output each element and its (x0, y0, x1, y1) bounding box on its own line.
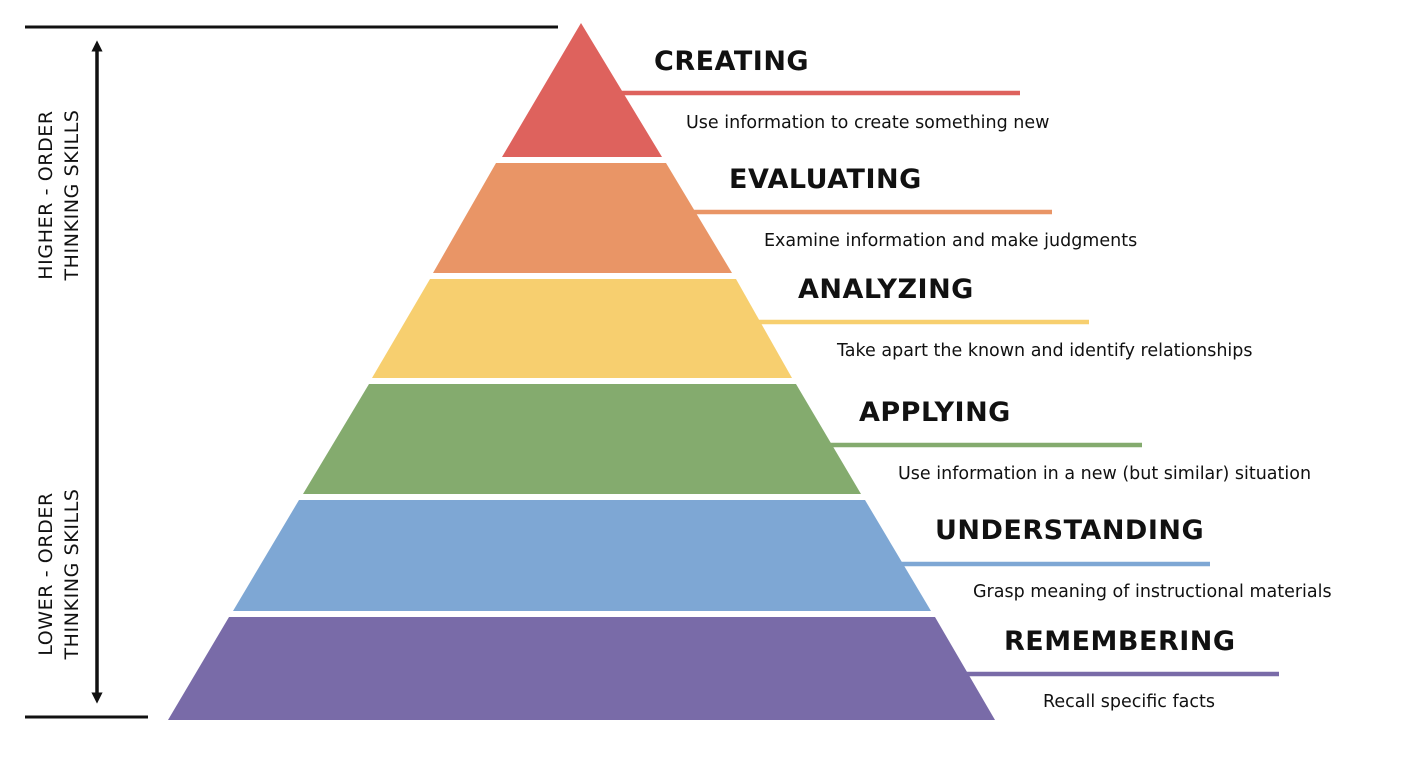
pyramid-title-applying: APPLYING (859, 397, 1011, 428)
lower-order-label-line1: LOWER - ORDER (35, 492, 57, 656)
pyramid-title-evaluating: EVALUATING (729, 164, 922, 195)
lower-order-label: LOWER - ORDER THINKING SKILLS (35, 488, 83, 660)
pyramid-level-remembering: REMEMBERING Recall specific facts (168, 617, 1279, 720)
pyramid-desc-applying: Use information in a new (but similar) s… (898, 464, 1311, 484)
pyramid-desc-creating: Use information to create something new (686, 113, 1049, 133)
pyramid-desc-understanding: Grasp meaning of instructional materials (973, 582, 1332, 602)
higher-order-label: HIGHER - ORDER THINKING SKILLS (35, 109, 83, 281)
pyramid-tier-applying (303, 384, 861, 494)
lower-order-label-line2: THINKING SKILLS (61, 488, 83, 660)
pyramid-title-creating: CREATING (654, 46, 809, 77)
pyramid-desc-evaluating: Examine information and make judgments (764, 231, 1137, 251)
pyramid-level-applying: APPLYING Use information in a new (but s… (303, 384, 1311, 494)
pyramid-title-analyzing: ANALYZING (798, 274, 974, 305)
higher-order-label-line2: THINKING SKILLS (61, 109, 83, 281)
pyramid-level-evaluating: EVALUATING Examine information and make … (433, 163, 1137, 273)
higher-order-label-line1: HIGHER - ORDER (35, 110, 57, 279)
pyramid-desc-remembering: Recall specific facts (1043, 692, 1215, 712)
pyramid-tier-analyzing (372, 279, 792, 378)
pyramid-tier-creating (502, 23, 662, 157)
pyramid-title-understanding: UNDERSTANDING (935, 515, 1204, 546)
pyramid-level-understanding: UNDERSTANDING Grasp meaning of instructi… (233, 500, 1332, 611)
pyramid-title-remembering: REMEMBERING (1004, 626, 1236, 657)
pyramid-desc-analyzing: Take apart the known and identify relati… (836, 341, 1253, 361)
pyramid-tier-remembering (168, 617, 995, 720)
pyramid-level-analyzing: ANALYZING Take apart the known and ident… (372, 274, 1253, 378)
pyramid-tier-understanding (233, 500, 931, 611)
pyramid-level-creating: CREATING Use information to create somet… (502, 23, 1049, 157)
pyramid-tier-evaluating (433, 163, 732, 273)
